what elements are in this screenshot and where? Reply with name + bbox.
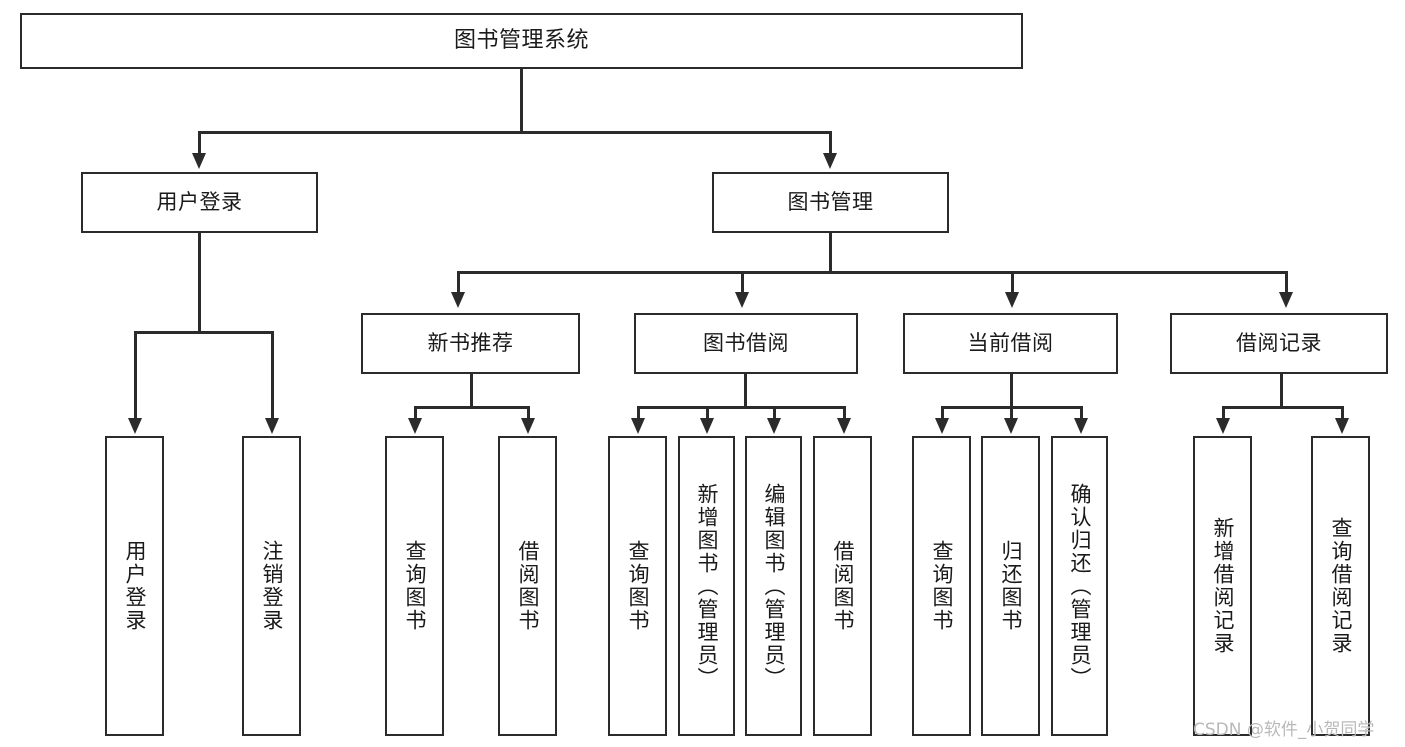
node-new-book-recommend-label: 新书推荐	[427, 330, 514, 355]
leaf-borrow-book-1[interactable]: 借阅图书	[498, 436, 557, 736]
edge-to-book-manage	[829, 131, 832, 157]
edge-bb-leg-1	[637, 406, 640, 421]
arrow-to-current-borrow	[1005, 292, 1019, 308]
leaf-add-record-label: 新增借阅记录	[1211, 517, 1235, 655]
node-new-book-recommend[interactable]: 新书推荐	[361, 313, 580, 374]
edge-bb-leg-2	[706, 406, 709, 421]
leaf-query-book-3[interactable]: 查询图书	[912, 436, 971, 736]
csdn-watermark: CSDN @软件_小贺同学	[1193, 720, 1375, 740]
node-current-borrow[interactable]: 当前借阅	[903, 313, 1118, 374]
edge-nbr-leg-2	[527, 406, 530, 421]
arrow-leaf-logout	[265, 418, 279, 434]
leaf-logout[interactable]: 注销登录	[242, 436, 301, 736]
arrow-leaf-user-login	[128, 418, 142, 434]
arrow-leaf-query-book-1	[408, 418, 422, 434]
leaf-confirm-return-label: 确认归还（管理员）	[1068, 482, 1092, 690]
leaf-edit-book[interactable]: 编辑图书（管理员）	[745, 436, 802, 736]
edge-book-manage-stem	[829, 233, 832, 273]
arrow-leaf-query-book-3	[935, 418, 949, 434]
edge-br-leg-1	[1222, 406, 1225, 421]
edge-br-leg-2	[1341, 406, 1344, 421]
node-borrow-record[interactable]: 借阅记录	[1170, 313, 1388, 374]
edge-cb-leg-3	[1080, 406, 1083, 421]
arrow-leaf-edit-book	[767, 418, 781, 434]
arrow-to-book-manage	[823, 153, 837, 169]
arrow-leaf-query-record	[1335, 418, 1349, 434]
edge-borrow-record-bus	[1222, 406, 1341, 409]
edge-user-login-leg-1	[134, 331, 137, 421]
arrow-leaf-add-book	[700, 418, 714, 434]
edge-user-login-stem	[198, 233, 201, 333]
edge-cb-leg-1	[941, 406, 944, 421]
arrow-leaf-borrow-book-1	[521, 418, 535, 434]
edge-cb-leg-2	[1010, 406, 1013, 421]
edge-book-borrow-bus	[637, 406, 843, 409]
leaf-borrow-book-2-label: 借阅图书	[831, 540, 855, 632]
edge-nbr-leg-1	[414, 406, 417, 421]
edge-bb-leg-4	[843, 406, 846, 421]
edge-to-book-borrow	[741, 271, 744, 295]
edge-to-borrow-record	[1285, 271, 1288, 295]
node-borrow-record-label: 借阅记录	[1236, 330, 1322, 355]
arrow-to-new-book-recommend	[451, 292, 465, 308]
edge-root-stem	[520, 69, 523, 133]
edge-book-borrow-stem	[744, 374, 747, 408]
node-current-borrow-label: 当前借阅	[967, 330, 1054, 355]
leaf-user-login-label: 用户登录	[123, 540, 147, 632]
arrow-leaf-query-book-2	[631, 418, 645, 434]
edge-user-login-leg-2	[271, 331, 274, 421]
node-root[interactable]: 图书管理系统	[20, 13, 1023, 69]
leaf-query-record-label: 查询借阅记录	[1329, 517, 1353, 655]
leaf-borrow-book-1-label: 借阅图书	[516, 540, 540, 632]
leaf-add-record[interactable]: 新增借阅记录	[1193, 436, 1252, 736]
leaf-query-book-2[interactable]: 查询图书	[608, 436, 667, 736]
edge-bb-leg-3	[773, 406, 776, 421]
leaf-confirm-return[interactable]: 确认归还（管理员）	[1051, 436, 1108, 736]
node-book-borrow[interactable]: 图书借阅	[634, 313, 858, 374]
arrow-leaf-add-record	[1216, 418, 1230, 434]
leaf-return-book[interactable]: 归还图书	[981, 436, 1040, 736]
edge-borrow-record-stem	[1280, 374, 1283, 408]
edge-user-login-bus	[134, 331, 273, 334]
leaf-borrow-book-2[interactable]: 借阅图书	[813, 436, 872, 736]
node-book-manage[interactable]: 图书管理	[712, 172, 949, 233]
edge-to-new-book-recommend	[457, 271, 460, 295]
edge-level2-bus	[198, 131, 831, 134]
arrow-leaf-return-book	[1004, 418, 1018, 434]
arrow-to-book-borrow	[735, 292, 749, 308]
node-book-manage-label: 图书管理	[787, 189, 874, 214]
arrow-leaf-borrow-book-2	[837, 418, 851, 434]
node-book-borrow-label: 图书借阅	[703, 330, 789, 355]
arrow-to-borrow-record	[1279, 292, 1293, 308]
leaf-query-book-1-label: 查询图书	[403, 540, 427, 632]
node-user-login-label: 用户登录	[156, 189, 243, 214]
edge-level3-bus	[457, 271, 1288, 274]
leaf-add-book-label: 新增图书（管理员）	[695, 482, 719, 690]
node-root-label: 图书管理系统	[453, 27, 589, 53]
edge-current-borrow-stem	[1010, 374, 1013, 408]
node-user-login[interactable]: 用户登录	[81, 172, 318, 233]
edge-to-current-borrow	[1011, 271, 1014, 295]
leaf-edit-book-label: 编辑图书（管理员）	[762, 482, 786, 690]
edge-new-book-recommend-bus	[414, 406, 527, 409]
edge-to-user-login	[198, 131, 201, 157]
arrow-to-user-login	[192, 153, 206, 169]
leaf-query-book-3-label: 查询图书	[930, 540, 954, 632]
leaf-user-login[interactable]: 用户登录	[105, 436, 164, 736]
edge-new-book-recommend-stem	[470, 374, 473, 408]
leaf-logout-label: 注销登录	[260, 540, 284, 632]
leaf-add-book[interactable]: 新增图书（管理员）	[678, 436, 735, 736]
leaf-query-book-1[interactable]: 查询图书	[385, 436, 444, 736]
leaf-query-book-2-label: 查询图书	[626, 540, 650, 632]
leaf-return-book-label: 归还图书	[999, 540, 1023, 632]
arrow-leaf-confirm-return	[1074, 418, 1088, 434]
leaf-query-record[interactable]: 查询借阅记录	[1311, 436, 1370, 736]
